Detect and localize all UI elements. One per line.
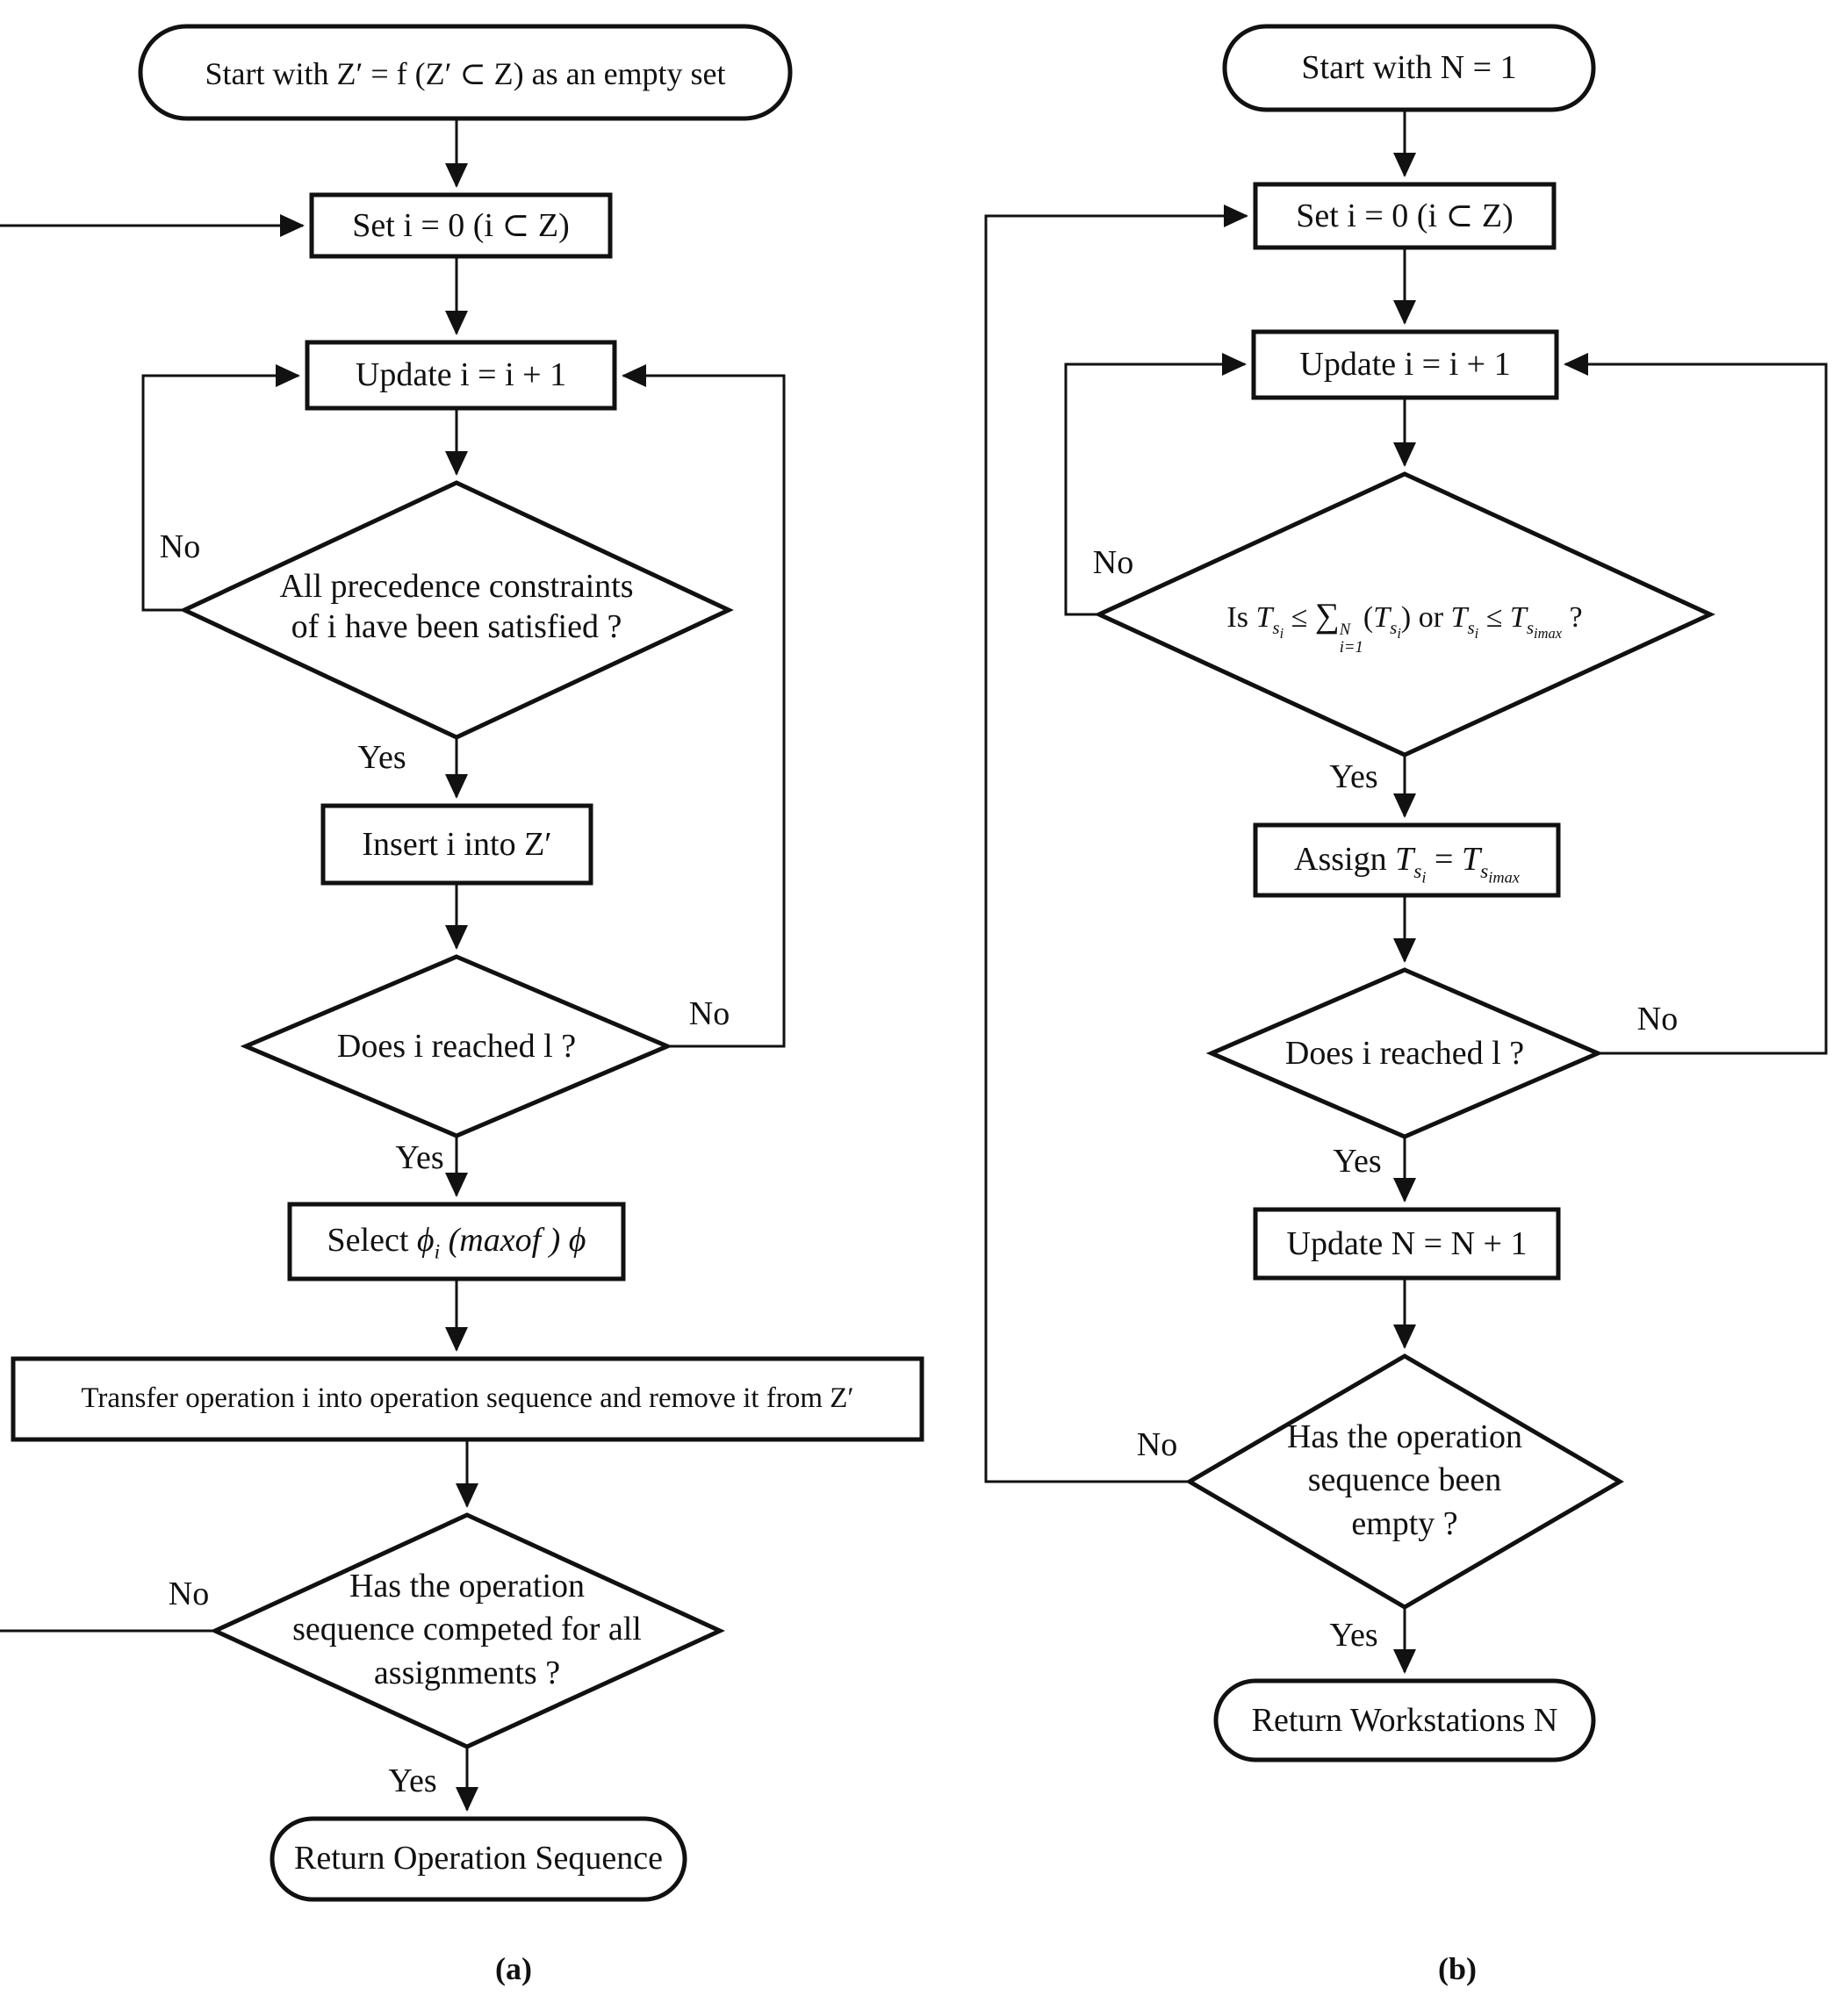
a-start-terminal [138,24,793,121]
a-insert-box [320,803,593,886]
b-update-box [1251,329,1559,400]
b-empty-diamond [1185,1353,1624,1610]
a-select-box [287,1202,626,1281]
b-assign-box [1253,822,1561,898]
b-updaten-box [1253,1207,1561,1281]
a-completed-diamond [210,1512,726,1749]
a-transfer-box [11,1356,924,1442]
b-reached-diamond [1205,967,1604,1139]
b-return-terminal [1213,1678,1596,1762]
loop-b-time-no-to-update [1064,353,1247,616]
b-start-terminal [1222,24,1596,112]
b-set-box [1253,182,1557,250]
loop-a-reached-no-to-update [622,364,786,1048]
a-reached-diamond [240,954,673,1138]
a-set-box [309,192,613,259]
a-precedence-diamond [179,480,734,740]
a-update-box [305,340,617,411]
b-time-diamond [1094,471,1715,757]
loop-b-empty-no-to-set [984,205,1248,1483]
loop-a-precedence-no-to-update [141,364,300,612]
a-return-terminal [270,1816,687,1902]
loop-b-reached-no-to-update [1564,353,1828,1055]
